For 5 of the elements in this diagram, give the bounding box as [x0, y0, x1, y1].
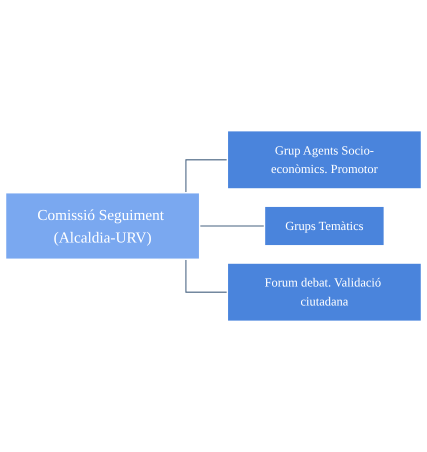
node-box: Grups Temàtics [264, 206, 386, 246]
node-box: Grup Agents Socio-econòmics. Promotor [226, 130, 422, 190]
node-box: Comissió Seguiment (Alcaldia-URV) [4, 192, 200, 260]
connector [200, 225, 264, 227]
node-box: Forum debat. Validació ciutadana [226, 262, 422, 322]
